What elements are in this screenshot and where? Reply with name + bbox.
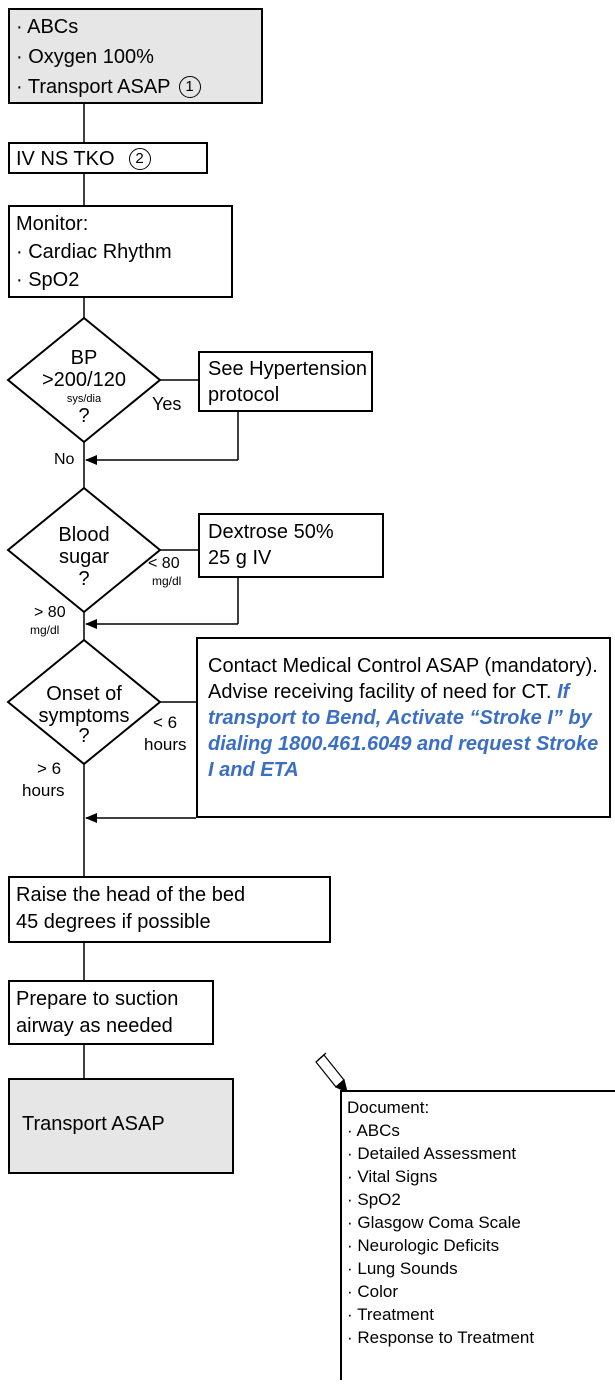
document-panel: Document: ABCs Detailed Assessment Vital… — [340, 1090, 615, 1380]
sugar-low-value: < 80 — [148, 555, 180, 572]
dextrose-line: 25 g IV — [208, 547, 272, 569]
medical-control-text: Contact Medical Control ASAP (mandatory)… — [208, 655, 598, 703]
raise-head-line: Raise the head of the bed — [16, 884, 246, 906]
document-item: Color — [347, 1280, 615, 1303]
pencil-icon — [315, 1052, 348, 1094]
onset-label: Onset of — [46, 683, 122, 705]
bp-no-label: No — [54, 451, 75, 468]
document-item: Vital Signs — [347, 1165, 615, 1188]
onset-lt-unit: hours — [144, 735, 187, 754]
bp-question: ? — [78, 405, 90, 427]
monitor-item: · Cardiac Rhythm — [16, 241, 172, 263]
monitor-item: · SpO2 — [16, 269, 80, 291]
dextrose-line: Dextrose 50% — [208, 521, 334, 543]
transport-label: Transport ASAP — [22, 1113, 165, 1135]
onset-label-2: symptoms — [38, 705, 130, 727]
document-item: ABCs — [347, 1119, 615, 1142]
document-item: SpO2 — [347, 1188, 615, 1211]
onset-question: ? — [78, 725, 90, 747]
monitor-title: Monitor: — [16, 213, 89, 235]
document-item: Treatment — [347, 1303, 615, 1326]
iv-box: IV NS TKO 2 — [8, 142, 208, 174]
iv-label: IV NS TKO — [16, 148, 115, 170]
transport-box: Transport ASAP — [8, 1078, 234, 1174]
blood-sugar-decision-diamond — [6, 486, 162, 614]
onset-decision-diamond — [6, 638, 162, 766]
document-item: Response to Treatment — [347, 1326, 615, 1349]
medical-control-box: Contact Medical Control ASAP (mandatory)… — [196, 637, 611, 818]
bp-yes-label: Yes — [152, 394, 182, 414]
monitor-box: Monitor: · Cardiac Rhythm · SpO2 — [8, 205, 233, 298]
dextrose-box: Dextrose 50% 25 g IV — [198, 513, 384, 578]
document-item: Glasgow Coma Scale — [347, 1211, 615, 1234]
document-item: Neurologic Deficits — [347, 1234, 615, 1257]
footnote-marker: 2 — [128, 148, 151, 170]
document-item: Lung Sounds — [347, 1257, 615, 1280]
suction-box: Prepare to suction airway as needed — [8, 980, 214, 1045]
sugar-high-value: > 80 — [34, 604, 66, 621]
suction-line: airway as needed — [16, 1015, 173, 1037]
document-item: Detailed Assessment — [347, 1142, 615, 1165]
stroke-activation-text: If transport to Bend, Activate “Stroke I… — [208, 681, 599, 781]
suction-line: Prepare to suction — [16, 988, 179, 1010]
bp-unit: sys/dia — [66, 393, 102, 405]
bp-decision-diamond — [6, 316, 162, 444]
sugar-high-unit: mg/dl — [30, 623, 60, 637]
document-title: Document: — [347, 1098, 430, 1117]
sugar-question: ? — [78, 568, 90, 590]
onset-gt-unit: hours — [22, 781, 65, 800]
hypertension-line: See Hypertension — [208, 358, 367, 380]
sugar-label: Blood — [58, 524, 110, 546]
sugar-label-2: sugar — [58, 546, 110, 568]
initial-care-item: · ABCs — [16, 16, 79, 38]
sugar-low-unit: mg/dl — [152, 574, 182, 588]
onset-gt-value: > 6 — [37, 759, 62, 778]
bp-label: BP — [70, 347, 98, 369]
bp-threshold: >200/120 — [42, 369, 126, 391]
raise-head-box: Raise the head of the bed 45 degrees if … — [8, 876, 331, 943]
footnote-marker: 1 — [178, 76, 201, 98]
initial-care-item: · Oxygen 100% — [16, 46, 154, 68]
hypertension-line: protocol — [208, 384, 280, 406]
onset-lt-value: < 6 — [153, 713, 178, 732]
raise-head-line: 45 degrees if possible — [16, 911, 211, 933]
hypertension-box: See Hypertension protocol — [198, 351, 373, 412]
